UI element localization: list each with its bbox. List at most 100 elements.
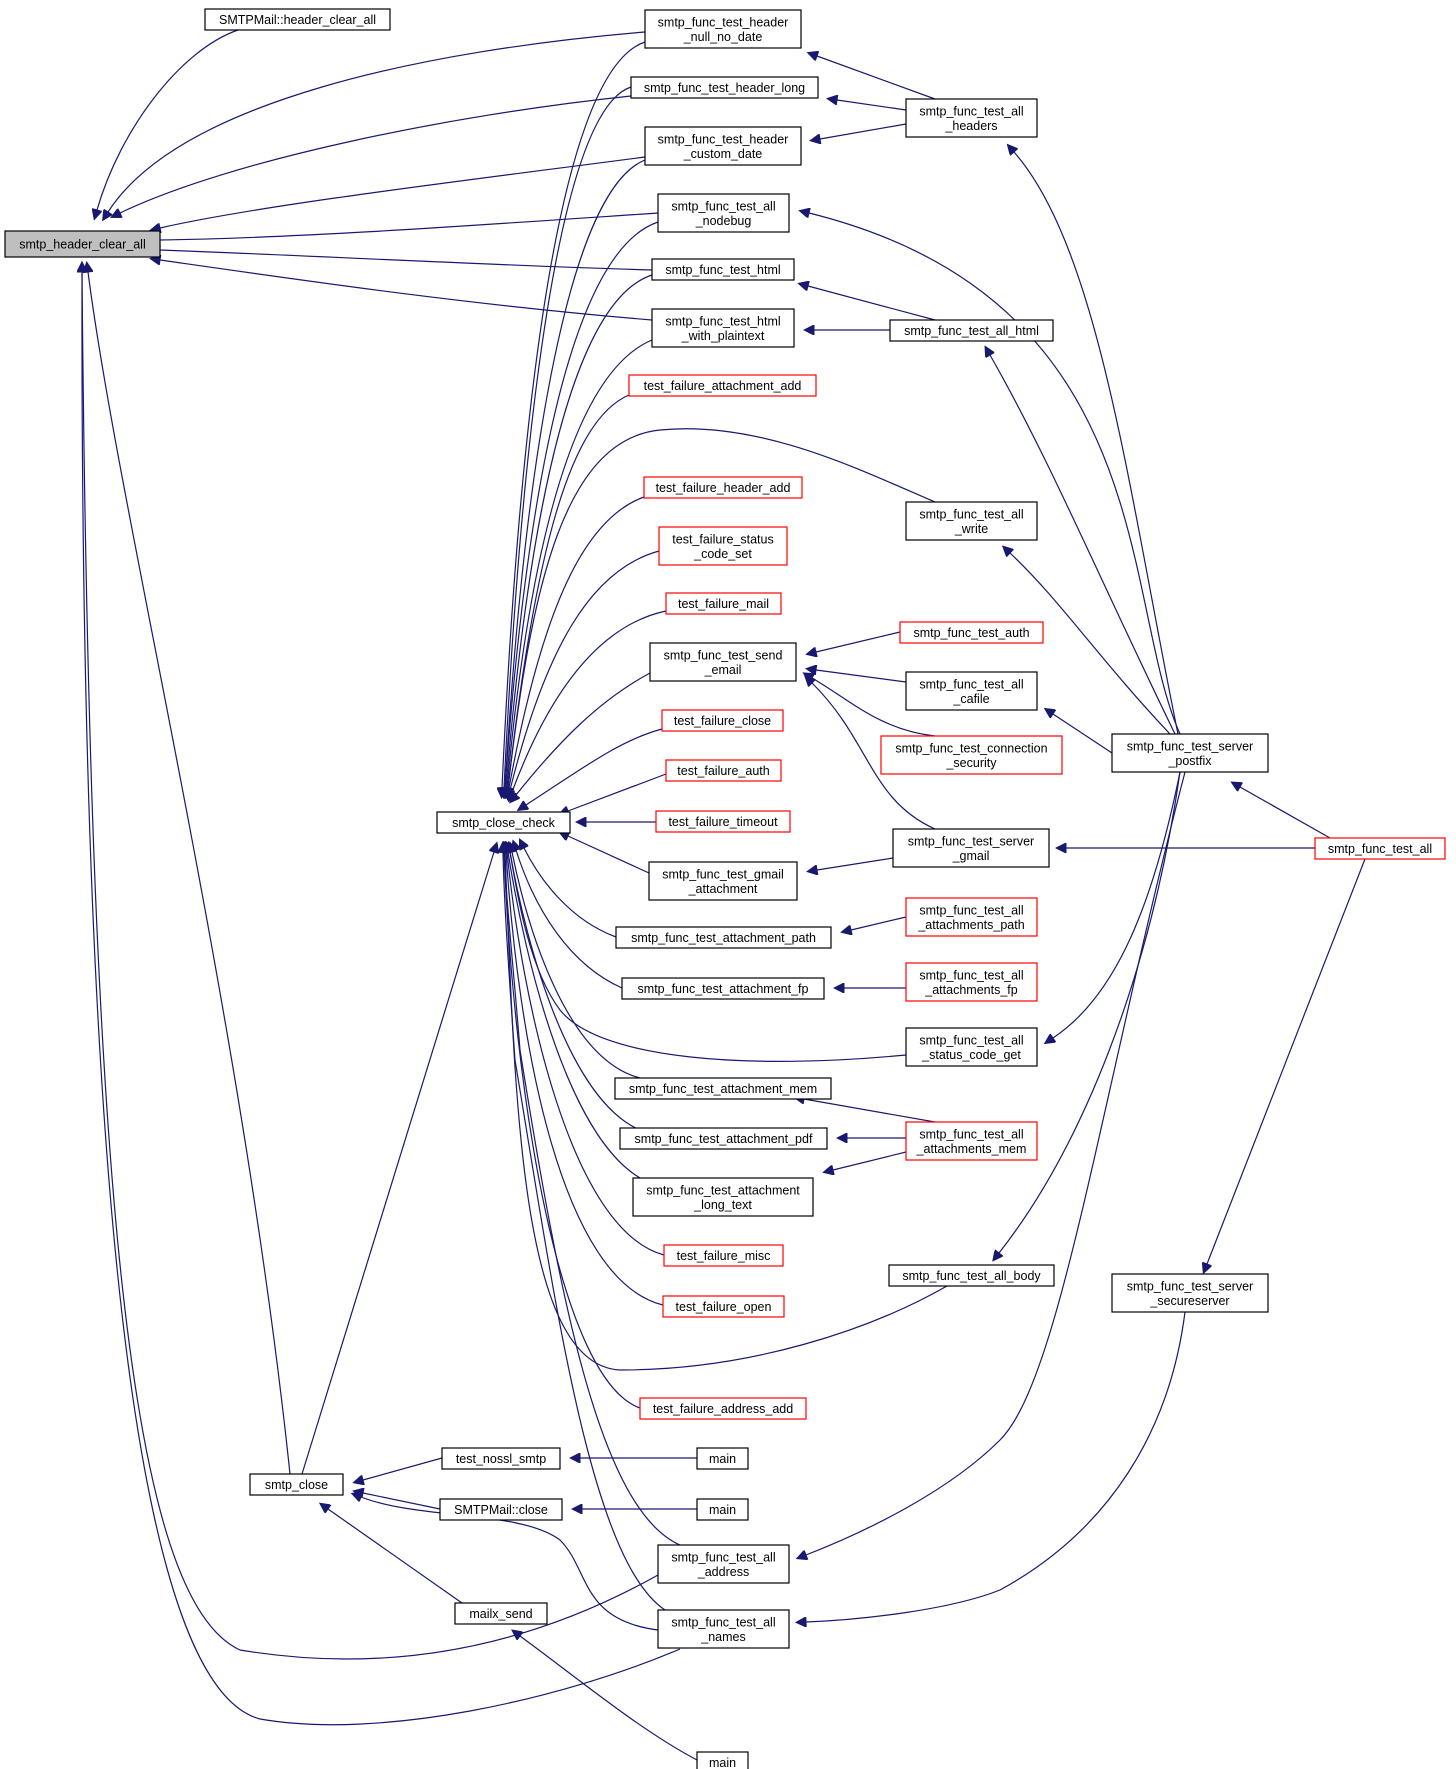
node-failure-misc[interactable]: test_failure_misc [663, 1244, 784, 1267]
node-test-all-headers[interactable]: smtp_func_test_all_headers [905, 98, 1038, 138]
node-test-auth[interactable]: smtp_func_test_auth [899, 621, 1044, 644]
node-label: _nodebug [695, 214, 752, 228]
node-failure-header-add[interactable]: test_failure_header_add [643, 476, 803, 499]
node-test-gmail-attachment[interactable]: smtp_func_test_gmail_attachment [648, 861, 798, 901]
node-box [615, 926, 832, 949]
node-test-all-nodebug[interactable]: smtp_func_test_all_nodebug [657, 193, 790, 233]
node-main-2[interactable]: main [696, 1498, 749, 1521]
node-failure-auth[interactable]: test_failure_auth [665, 759, 782, 782]
node-test-attachment-long-text[interactable]: smtp_func_test_attachment_long_text [632, 1177, 814, 1217]
node-box [662, 1295, 785, 1318]
node-label: test_failure_misc [677, 1249, 771, 1263]
node-box [905, 962, 1038, 1002]
node-label: _attachments_fp [924, 983, 1017, 997]
node-test-all-write[interactable]: smtp_func_test_all_write [905, 501, 1038, 541]
node-mailx-send[interactable]: mailx_send [454, 1602, 548, 1625]
call-edge-test_all_nodebug-to-smtp_close_check [505, 221, 659, 788]
node-label: smtp_func_test_server [1127, 739, 1253, 753]
node-label: smtp_func_test_html [665, 263, 780, 277]
node-box [889, 319, 1054, 342]
node-test-server-secureserver[interactable]: smtp_func_test_server_secureserver [1111, 1273, 1269, 1313]
node-smtp-close[interactable]: smtp_close [249, 1473, 344, 1496]
call-edge-test_server_postfix-to-test_all_nodebug [809, 213, 1181, 735]
node-test-attachment-mem[interactable]: smtp_func_test_attachment_mem [614, 1077, 832, 1100]
node-test-all-body[interactable]: smtp_func_test_all_body [888, 1264, 1055, 1287]
node-test-server-postfix[interactable]: smtp_func_test_server_postfix [1111, 733, 1269, 773]
node-main-3[interactable]: main [696, 1751, 749, 1769]
node-box [621, 977, 825, 1000]
node-box [661, 709, 784, 732]
node-label: smtp_close_check [452, 816, 556, 830]
node-label: smtp_func_test_all_html [904, 324, 1039, 338]
node-label: smtp_func_test_all [919, 968, 1023, 982]
node-test-all-attachments-mem[interactable]: smtp_func_test_all_attachments_mem [905, 1121, 1038, 1161]
node-test-all-names[interactable]: smtp_func_test_all_names [657, 1609, 790, 1649]
call-edge-smtp_close-to-smtp_close_check [301, 852, 494, 1475]
node-test-html-with-plaintext[interactable]: smtp_func_test_html_with_plaintext [651, 308, 795, 348]
node-label: test_failure_close [674, 714, 771, 728]
node-failure-mail[interactable]: test_failure_mail [665, 592, 782, 615]
node-test-all-attachments-path[interactable]: smtp_func_test_all_attachments_path [905, 897, 1038, 937]
call-edge-test_attachment_mem-to-smtp_close_check [512, 852, 641, 1079]
node-test-attachment-pdf[interactable]: smtp_func_test_attachment_pdf [619, 1127, 828, 1150]
node-box [628, 374, 817, 397]
call-edge-test_all_headers-to-test_header_long [837, 100, 907, 111]
node-smtp-close-check[interactable]: smtp_close_check [436, 811, 571, 834]
node-failure-open[interactable]: test_failure_open [662, 1295, 785, 1318]
node-test-all-address[interactable]: smtp_func_test_all_address [657, 1544, 790, 1584]
call-edge-smtpmail_close-to-smtp_close [363, 1493, 441, 1510]
node-label: _null_no_date [683, 30, 763, 44]
node-smtpmail-header-clear-all[interactable]: SMTPMail::header_clear_all [204, 8, 391, 31]
node-test-all[interactable]: smtp_func_test_all [1314, 837, 1446, 860]
call-edge-test_attachment_long_text-to-smtp_close_check [508, 852, 651, 1184]
node-test-all-html[interactable]: smtp_func_test_all_html [889, 319, 1054, 342]
node-label: test_failure_mail [678, 597, 769, 611]
call-edge-test_all_names-to-smtp_close_check [503, 852, 666, 1611]
call-edge-test_all_attachments_mem-to-test_attachment_long_text [833, 1151, 907, 1170]
call-edge-test_header_long-to-smtp_close_check [504, 86, 632, 788]
node-failure-close[interactable]: test_failure_close [661, 709, 784, 732]
node-test-send-email[interactable]: smtp_func_test_send_email [649, 642, 797, 682]
node-box [4, 230, 161, 258]
node-test-attachment-path[interactable]: smtp_func_test_attachment_path [615, 926, 832, 949]
node-test-all-attachments-fp[interactable]: smtp_func_test_all_attachments_fp [905, 962, 1038, 1002]
node-box [905, 98, 1038, 138]
node-test-header-long[interactable]: smtp_func_test_header_long [630, 76, 819, 99]
call-edge-test_all-to-test_server_secureserver [1207, 858, 1366, 1264]
node-main-1[interactable]: main [696, 1447, 749, 1470]
node-failure-address-add[interactable]: test_failure_address_add [639, 1397, 807, 1420]
node-failure-status-code-set[interactable]: test_failure_status_code_set [658, 526, 788, 566]
node-label: test_failure_open [676, 1300, 772, 1314]
call-edge-test_html_with_plaintext-to-smtp_close_check [507, 339, 653, 788]
node-label: SMTPMail::close [454, 1503, 548, 1517]
call-edge-test_server_postfix-to-test_all_cafile [1053, 714, 1113, 754]
node-label: _attachments_path [917, 918, 1024, 932]
node-test-connection-security[interactable]: smtp_func_test_connection_security [880, 735, 1063, 775]
function-nodes: smtp_header_clear_all SMTPMail::header_cl… [4, 8, 1446, 1769]
node-label: smtp_func_test_connection [895, 741, 1047, 755]
call-edge-test_header_custom_date-to-header_clear_all [160, 156, 646, 228]
node-failure-attachment-add[interactable]: test_failure_attachment_add [628, 374, 817, 397]
node-test-server-gmail[interactable]: smtp_func_test_server_gmail [892, 828, 1050, 868]
node-test-header-null-no-date[interactable]: smtp_func_test_header_null_no_date [644, 9, 802, 49]
call-edge-test_server_postfix-to-test_all_html [990, 355, 1176, 735]
node-label: smtp_func_test_auth [913, 626, 1029, 640]
node-test-all-status-code-get[interactable]: smtp_func_test_all_status_code_get [905, 1027, 1038, 1067]
call-edge-test_server_postfix-to-test_all_headers [1014, 152, 1179, 735]
node-label: smtp_func_test_all [919, 1127, 1023, 1141]
node-label: smtp_func_test_attachment_path [631, 931, 816, 945]
node-box [905, 501, 1038, 541]
node-header-clear-all: smtp_header_clear_all [4, 230, 161, 258]
node-test-html[interactable]: smtp_func_test_html [651, 258, 795, 281]
node-test-all-cafile[interactable]: smtp_func_test_all_cafile [905, 671, 1038, 711]
node-failure-timeout[interactable]: test_failure_timeout [655, 810, 791, 833]
node-test-header-custom-date[interactable]: smtp_func_test_header_custom_date [644, 126, 802, 166]
node-label: _secureserver [1149, 1294, 1229, 1308]
node-box [655, 810, 791, 833]
node-test-nossl-smtp[interactable]: test_nossl_smtp [441, 1447, 561, 1470]
node-label: _names [700, 1630, 745, 1644]
node-label: smtp_func_test_header [658, 15, 789, 29]
call-edge-test_server_postfix-to-test_all_address [806, 771, 1186, 1555]
node-smtpmail-close[interactable]: SMTPMail::close [439, 1498, 563, 1521]
node-test-attachment-fp[interactable]: smtp_func_test_attachment_fp [621, 977, 825, 1000]
